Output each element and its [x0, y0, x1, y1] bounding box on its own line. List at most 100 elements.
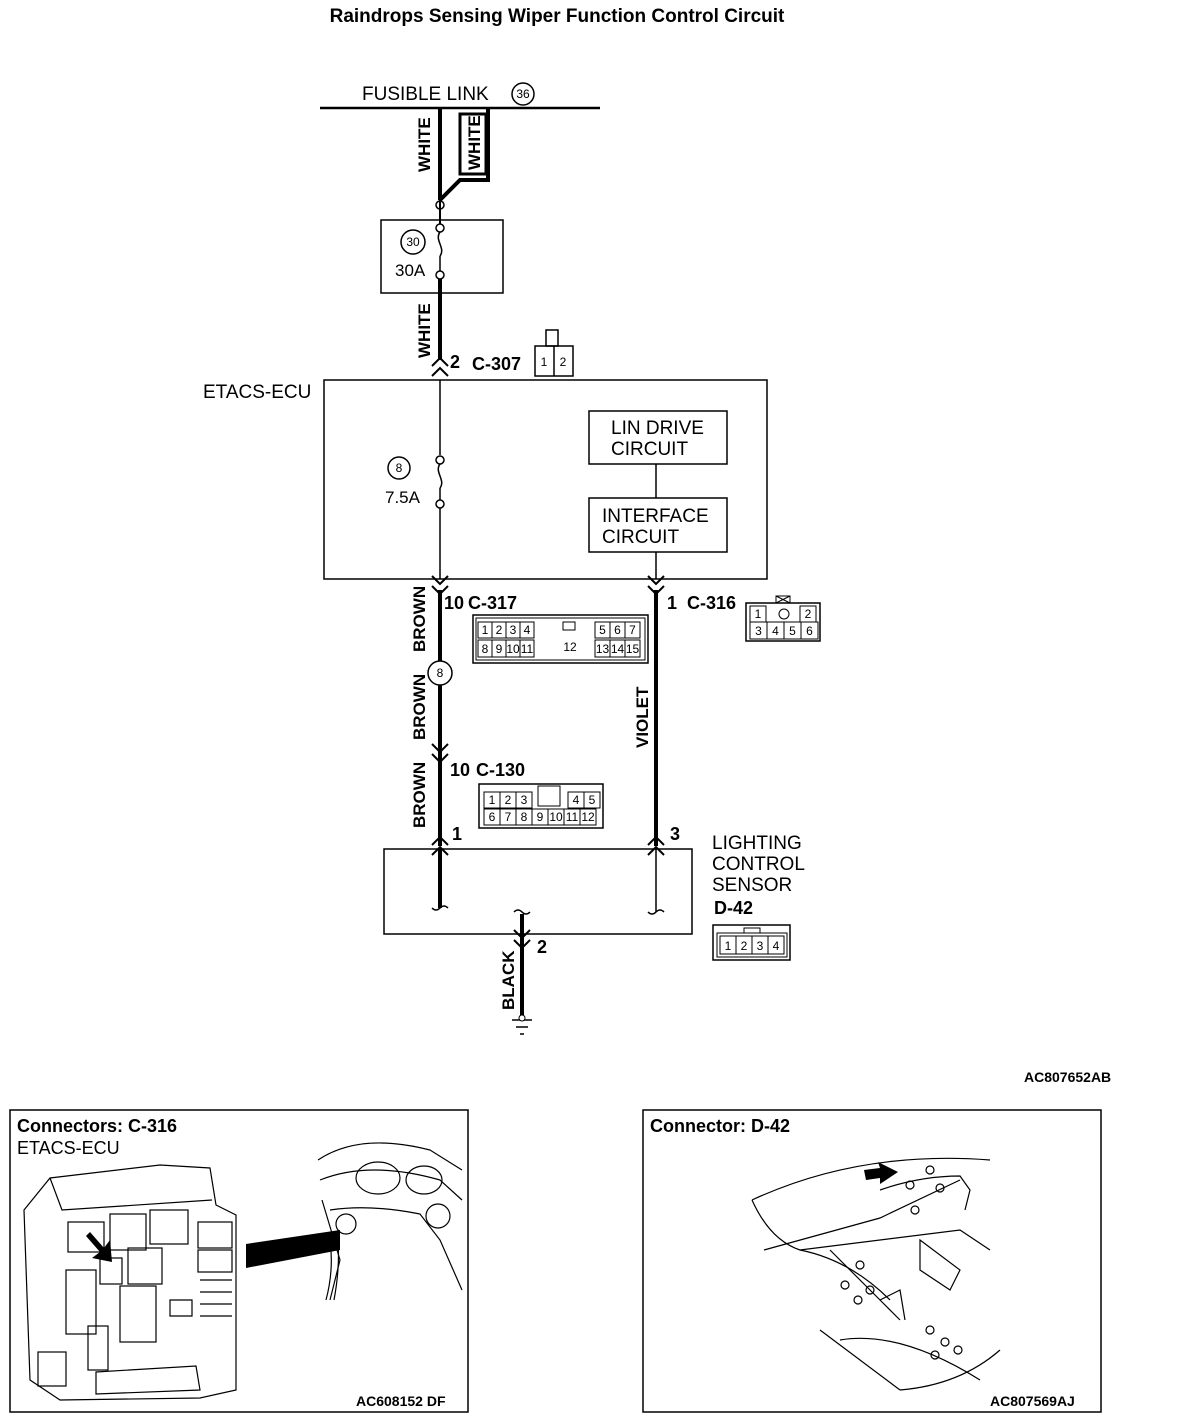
pointer-wedge-icon — [246, 1230, 340, 1268]
white-wires-top: WHITE WHITE — [415, 108, 490, 202]
d42-cell-box — [767, 935, 785, 955]
sensor-label-line2: CONTROL — [712, 854, 805, 875]
wire-label-white-lower: WHITE — [415, 303, 434, 358]
headliner-illustration — [751, 1157, 1001, 1391]
lin-drive-line2: CIRCUIT — [611, 439, 688, 460]
interface-line1: INTERFACE — [602, 506, 709, 527]
c130-cell-box — [583, 791, 601, 809]
etacs-ecu-label: ETACS-ECU — [203, 382, 311, 403]
fusible-link-number: 36 — [516, 87, 530, 101]
sensor-pin-3: 3 — [670, 824, 680, 844]
c130-cell-5: 5 — [589, 793, 596, 807]
c317-cell-6: 6 — [614, 623, 621, 637]
fusible-link-label: FUSIBLE LINK — [362, 84, 489, 105]
brown-wire: BROWN 8 BROWN BROWN — [410, 575, 453, 911]
d42-cell-4: 4 — [773, 939, 780, 953]
wire-label-brown-1: BROWN — [410, 586, 429, 652]
etacs-ecu-illustration — [23, 1164, 237, 1401]
c317-cell-11: 11 — [521, 642, 534, 656]
fuse-8-number: 8 — [396, 461, 403, 475]
wire-label-black: BLACK — [499, 950, 518, 1010]
c317-cell-box — [624, 621, 641, 639]
panel-left-code: AC608152 DF — [356, 1393, 446, 1409]
c317-cell-3: 3 — [510, 623, 517, 637]
dashboard-illustration — [317, 1142, 463, 1301]
c130-cell-8: 8 — [521, 810, 528, 824]
c130-name: C-130 — [476, 760, 525, 780]
arrow-icon — [86, 1232, 112, 1262]
panel-left-title: Connectors: C-316 — [17, 1116, 177, 1136]
wire-label-violet: VIOLET — [633, 686, 652, 748]
c317-cell-8: 8 — [482, 642, 489, 656]
c316-key-circle — [778, 608, 790, 620]
c130-cell-1: 1 — [489, 793, 496, 807]
splice-8-number: 8 — [437, 666, 444, 680]
panel-d42-location: Connector: D-42 AC807569AJ — [642, 1109, 1102, 1413]
connector-c307: 2 C-307 1 2 — [450, 329, 574, 377]
panel-c316-location: Connectors: C-316 ETACS-ECU — [9, 1109, 469, 1413]
c130-pin: 10 — [450, 760, 470, 780]
wire-label-brown-3: BROWN — [410, 762, 429, 828]
c317-cell-box — [624, 639, 641, 658]
lighting-control-sensor: 1 3 LIGHTING CONTROL SENSOR 2 BLACK — [383, 824, 805, 1035]
diagram-code-main: AC807652AB — [1024, 1069, 1111, 1085]
c316-cell-6: 6 — [806, 624, 813, 638]
c130-cell-box — [579, 808, 597, 826]
d42-cell-3: 3 — [757, 939, 764, 953]
fuse-8-rating: 7.5A — [385, 488, 421, 507]
c130-cell-12: 12 — [581, 810, 595, 824]
c316-cell-box — [800, 621, 819, 640]
wire-label-white-right: WHITE — [465, 115, 484, 170]
c130-cell-4: 4 — [573, 793, 580, 807]
c316-cell-3: 3 — [755, 624, 762, 638]
arrow-icon — [864, 1162, 898, 1184]
c130-cell-3: 3 — [521, 793, 528, 807]
c316-cell-5: 5 — [789, 624, 796, 638]
c317-cell-2: 2 — [496, 623, 503, 637]
c317-cell-13: 13 — [596, 642, 610, 656]
c130-cell-7: 7 — [505, 810, 512, 824]
c317-cell-1: 1 — [482, 623, 489, 637]
c317-cell-9: 9 — [496, 642, 503, 656]
c307-name: C-307 — [472, 354, 521, 374]
d42-cell-2: 2 — [741, 939, 748, 953]
c130-cell-6: 6 — [489, 810, 496, 824]
c317-name: C-317 — [468, 593, 517, 613]
c307-cell-2: 2 — [560, 355, 567, 369]
c316-cell-2: 2 — [805, 607, 812, 621]
c317-cell-14: 14 — [611, 642, 625, 656]
c316-pin: 1 — [667, 593, 677, 613]
wire-label-white-left: WHITE — [415, 117, 434, 172]
panel-left-subtitle: ETACS-ECU — [17, 1138, 120, 1158]
c130-cell-9: 9 — [537, 810, 544, 824]
c316-cell-1: 1 — [755, 607, 762, 621]
panel-right-title: Connector: D-42 — [650, 1116, 790, 1136]
fuse-30-number: 30 — [406, 235, 420, 249]
sensor-label-line3: SENSOR — [712, 875, 792, 896]
c317-pin: 10 — [444, 593, 464, 613]
sensor-pin-2: 2 — [537, 937, 547, 957]
fuse-30-rating: 30A — [395, 261, 426, 280]
c130-cell-10: 10 — [549, 810, 563, 824]
c317-cell-4: 4 — [524, 623, 531, 637]
fuse-30: 30 30A — [380, 200, 504, 294]
c317-cell-10: 10 — [506, 642, 520, 656]
c316-cell-4: 4 — [772, 624, 779, 638]
c317-cell-center: 12 — [563, 640, 577, 654]
c317-cell-box — [519, 621, 535, 639]
c130-cell-11: 11 — [566, 810, 579, 824]
wire-label-brown-2: BROWN — [410, 674, 429, 740]
c130-cell-2: 2 — [505, 793, 512, 807]
interface-line2: CIRCUIT — [602, 527, 679, 548]
c317-cell-5: 5 — [599, 623, 606, 637]
c316-name: C-316 — [687, 593, 736, 613]
fusible-link: FUSIBLE LINK 36 — [320, 82, 600, 110]
c130-cell-box — [515, 791, 533, 809]
c317-cell-box — [519, 639, 535, 658]
page-title: Raindrops Sensing Wiper Function Control… — [330, 6, 785, 27]
c307-cell-1: 1 — [541, 355, 548, 369]
sensor-pin-1: 1 — [452, 824, 462, 844]
